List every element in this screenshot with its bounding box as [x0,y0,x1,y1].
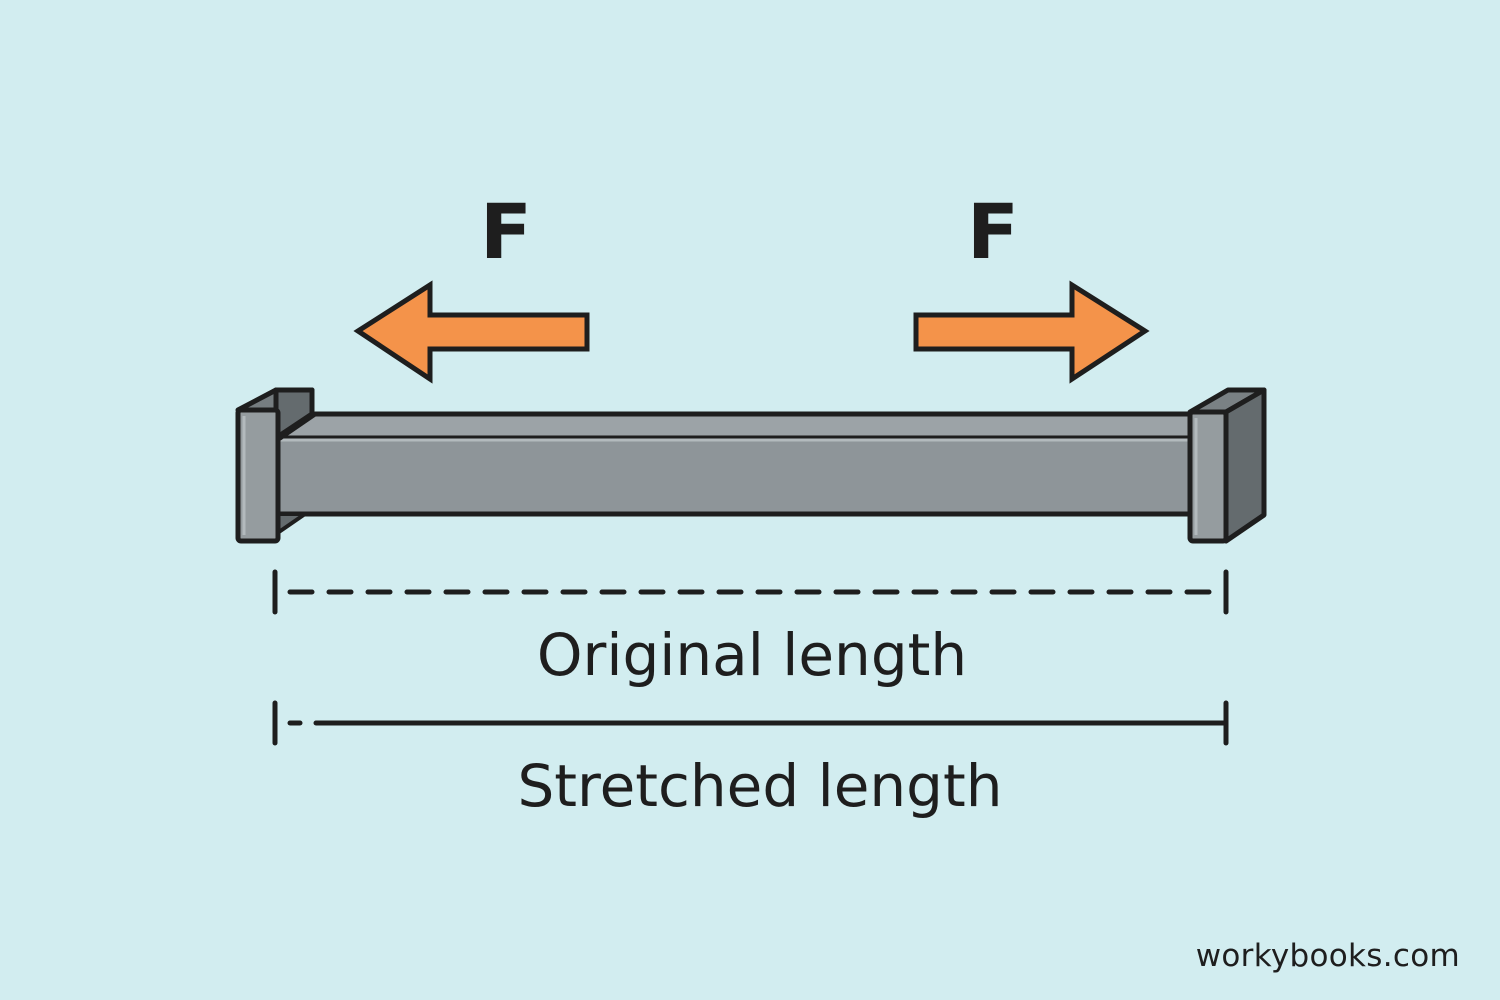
bar-top-face [277,411,1229,441]
right-force-arrow [913,280,1150,384]
left-force-arrow [353,280,590,384]
bar-front-face [273,435,1197,517]
stretched-length-dimension [272,700,1229,746]
original-length-dimension [272,569,1229,615]
right-end-cap [1187,387,1267,544]
left-end-cap [235,387,315,544]
steel-bar [273,411,1229,536]
original-length-label: Original length [537,621,967,689]
watermark-text: workybooks.com [1195,938,1460,974]
stretched-length-label: Stretched length [517,752,1002,820]
left-force-label: F [480,187,532,276]
right-force-label: F [967,187,1019,276]
